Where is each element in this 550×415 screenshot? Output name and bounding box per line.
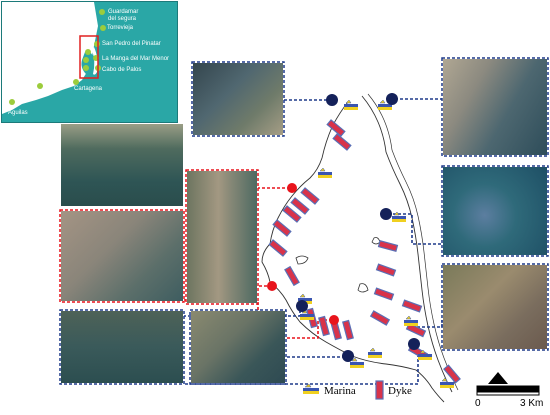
marina-9 bbox=[350, 357, 364, 368]
marina-10 bbox=[418, 349, 432, 360]
navy-point-5 bbox=[408, 338, 420, 350]
dyke-12 bbox=[342, 319, 354, 341]
photo-marina-islas-menores bbox=[191, 311, 285, 383]
navy-point-2 bbox=[386, 93, 398, 105]
navy-point-4 bbox=[296, 300, 308, 312]
dyke-3 bbox=[300, 187, 320, 205]
navy-point-3 bbox=[380, 208, 392, 220]
legend-marina-symbol bbox=[303, 383, 319, 394]
marinas-layer bbox=[298, 99, 454, 388]
red-point-1 bbox=[287, 183, 297, 193]
dyke-16 bbox=[369, 310, 391, 326]
la-manga-strip bbox=[361, 95, 453, 393]
dyke-8 bbox=[284, 265, 300, 287]
photo-dyke-strip bbox=[187, 171, 257, 303]
place-santiago: Santiago de la Ribera bbox=[8, 47, 66, 53]
legend-dyke-label: Dyke bbox=[388, 385, 412, 397]
place-cabo-de-palos: Cabo de Palos bbox=[102, 67, 142, 73]
red-point-2 bbox=[267, 281, 277, 291]
dyke-6 bbox=[272, 219, 292, 237]
photo-dyke-los-alcazares bbox=[61, 211, 183, 301]
dyke-2 bbox=[332, 133, 352, 151]
legend-marina-label: Marina bbox=[324, 385, 356, 397]
place-mazarron: Mazarrón bbox=[16, 90, 42, 96]
north-arrow-icon bbox=[488, 372, 508, 384]
dyke-5 bbox=[282, 205, 302, 223]
dyke-7 bbox=[268, 239, 288, 257]
dyke-17 bbox=[401, 299, 423, 313]
photo-dyke-santiago bbox=[61, 124, 183, 206]
dyke-20 bbox=[443, 364, 461, 384]
inset-coastline bbox=[2, 2, 106, 114]
navy-point-1 bbox=[326, 94, 338, 106]
dyke-4 bbox=[290, 197, 310, 215]
marina-8 bbox=[368, 347, 382, 358]
marina-3 bbox=[318, 167, 332, 178]
dyke-18 bbox=[405, 322, 427, 338]
scale-start-label: 0 bbox=[475, 398, 481, 409]
dyke-14 bbox=[375, 263, 397, 277]
place-los-alcazares: Los Alcázares bbox=[20, 56, 58, 62]
dyke-10 bbox=[318, 315, 330, 337]
place-torrevieja: Torrevieja bbox=[107, 25, 134, 31]
dyke-13 bbox=[377, 240, 399, 252]
marina-2 bbox=[378, 99, 392, 110]
place-aguilas: Águilas bbox=[8, 110, 28, 116]
red-point-3 bbox=[329, 315, 339, 325]
legend-dyke-symbol bbox=[375, 380, 384, 400]
navy-point-6 bbox=[342, 350, 354, 362]
dykes-layer bbox=[268, 119, 461, 384]
la-manga-outer bbox=[367, 93, 459, 391]
photo-marina-la-manga bbox=[443, 167, 547, 255]
photo-marina-tomas-maestre bbox=[443, 59, 547, 155]
place-cartagena: Cartagena bbox=[74, 86, 103, 92]
marina-7 bbox=[404, 315, 418, 326]
dyke-15 bbox=[373, 287, 395, 301]
place-la-manga: La Manga del Mar Menor bbox=[102, 56, 170, 62]
place-los-urrutias: Los Urrutias bbox=[22, 65, 55, 71]
marina-4 bbox=[392, 211, 406, 222]
photo-marina-los-urrutias bbox=[61, 311, 183, 383]
scale-end-label: 3 Km bbox=[520, 398, 544, 409]
dyke-1 bbox=[326, 119, 346, 137]
scale-bar bbox=[476, 372, 540, 396]
photo-marina-cabo-de-palos bbox=[443, 265, 547, 349]
photo-marina-san-pedro bbox=[193, 63, 283, 135]
marina-11 bbox=[440, 377, 454, 388]
marina-1 bbox=[344, 99, 358, 110]
place-san-pedro: San Pedro del Pinatar bbox=[102, 41, 161, 47]
